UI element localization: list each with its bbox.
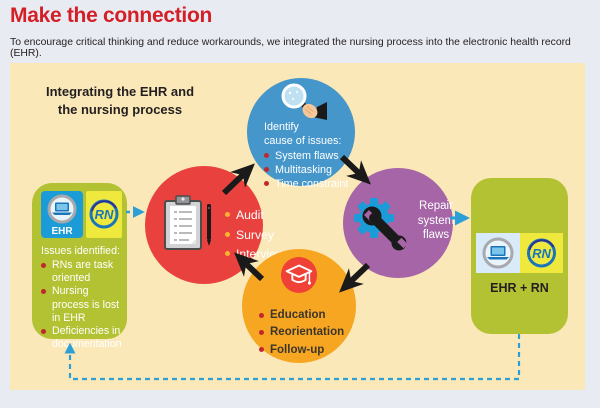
repair-circle: Repair system flaws bbox=[343, 168, 454, 278]
issues-title: Issues identified: bbox=[41, 245, 120, 257]
page-subtitle: To encourage critical thinking and reduc… bbox=[10, 37, 571, 59]
list-item-label: System flaws bbox=[275, 149, 339, 162]
issues-box: EHR RN Issues identified: RNs are task o… bbox=[32, 183, 127, 350]
bullet-icon bbox=[264, 152, 269, 158]
list-item: System flaws bbox=[264, 149, 368, 163]
bullet-icon bbox=[225, 212, 230, 217]
list-item: Survey bbox=[225, 226, 285, 246]
list-item-label: Follow-up bbox=[270, 343, 325, 356]
list-item-label: Multitasking bbox=[275, 163, 333, 176]
issues-list: RNs are task oriented Nursing process is… bbox=[41, 259, 123, 351]
list-item-label: Audit bbox=[236, 208, 264, 222]
list-item-label: Education bbox=[270, 309, 326, 321]
repair-label: Repair system flaws bbox=[417, 200, 455, 242]
bullet-icon bbox=[259, 347, 264, 352]
list-item-label: Deficiencies in documentation bbox=[52, 324, 122, 350]
bullet-icon bbox=[264, 166, 269, 172]
rn-logo-label: RN bbox=[532, 246, 551, 261]
rn-logo: RN bbox=[86, 191, 122, 238]
rn-logo: RN bbox=[520, 233, 563, 273]
ehr-logo-label: EHR bbox=[51, 226, 73, 237]
identify-circle: Identify cause of issues: System flaws M… bbox=[247, 78, 355, 190]
gear-wrench-icon bbox=[354, 198, 408, 251]
ehr-logo bbox=[476, 233, 520, 273]
list-item: Education bbox=[259, 307, 344, 324]
bullet-icon bbox=[41, 263, 46, 269]
page-title: Make the connection bbox=[10, 4, 213, 27]
identify-title-line2: cause of issues: bbox=[264, 135, 342, 148]
diagram-heading: Integrating the EHR and the nursing proc… bbox=[45, 84, 195, 117]
ehr-rn-box: RN EHR + RN bbox=[471, 178, 568, 334]
bullet-icon bbox=[225, 231, 230, 237]
ehr-logo: EHR bbox=[41, 191, 83, 238]
clipboard-icon bbox=[164, 195, 211, 250]
list-item: RNs are task oriented bbox=[41, 259, 123, 285]
bullet-icon bbox=[41, 328, 46, 334]
list-item: Multitasking bbox=[264, 163, 368, 177]
list-item-label: Reorientation bbox=[270, 326, 345, 339]
identify-title-line1: Identify bbox=[264, 121, 299, 133]
identify-list: System flaws Multitasking Time constrain… bbox=[264, 149, 368, 192]
bullet-icon bbox=[259, 312, 264, 318]
bullet-icon bbox=[41, 289, 46, 295]
list-item: Time constraint bbox=[264, 177, 368, 191]
diagram-panel: Integrating the EHR and the nursing proc… bbox=[10, 63, 585, 390]
identify-text: Identify cause of issues: System flaws M… bbox=[264, 120, 368, 191]
bullet-icon bbox=[264, 181, 269, 186]
bullet-icon bbox=[225, 251, 230, 257]
issues-text: Issues identified: RNs are task oriented… bbox=[41, 245, 123, 351]
list-item-label: Survey bbox=[236, 227, 274, 242]
audit-circle: Audit Survey Interview bbox=[145, 166, 285, 284]
list-item: Reorientation bbox=[259, 324, 344, 341]
rn-logo-label: RN bbox=[95, 207, 114, 222]
list-item: Follow-up bbox=[259, 342, 344, 359]
bullet-icon bbox=[259, 329, 264, 335]
magnifier-icon bbox=[281, 83, 327, 120]
list-item-label: Nursing process is lost in EHR bbox=[52, 285, 120, 324]
education-circle: Education Reorientation Follow-up bbox=[242, 249, 356, 363]
list-item: Deficiencies in documentation bbox=[41, 325, 123, 351]
education-list: Education Reorientation Follow-up bbox=[259, 307, 344, 359]
graduation-cap-icon bbox=[280, 256, 318, 294]
ehr-rn-label: EHR + RN bbox=[490, 281, 549, 295]
list-item: Nursing process is lost in EHR bbox=[41, 285, 123, 324]
list-item: Audit bbox=[225, 206, 285, 226]
list-item-label: RNs are task oriented bbox=[52, 259, 114, 285]
list-item-label: Time constraint bbox=[275, 178, 349, 190]
